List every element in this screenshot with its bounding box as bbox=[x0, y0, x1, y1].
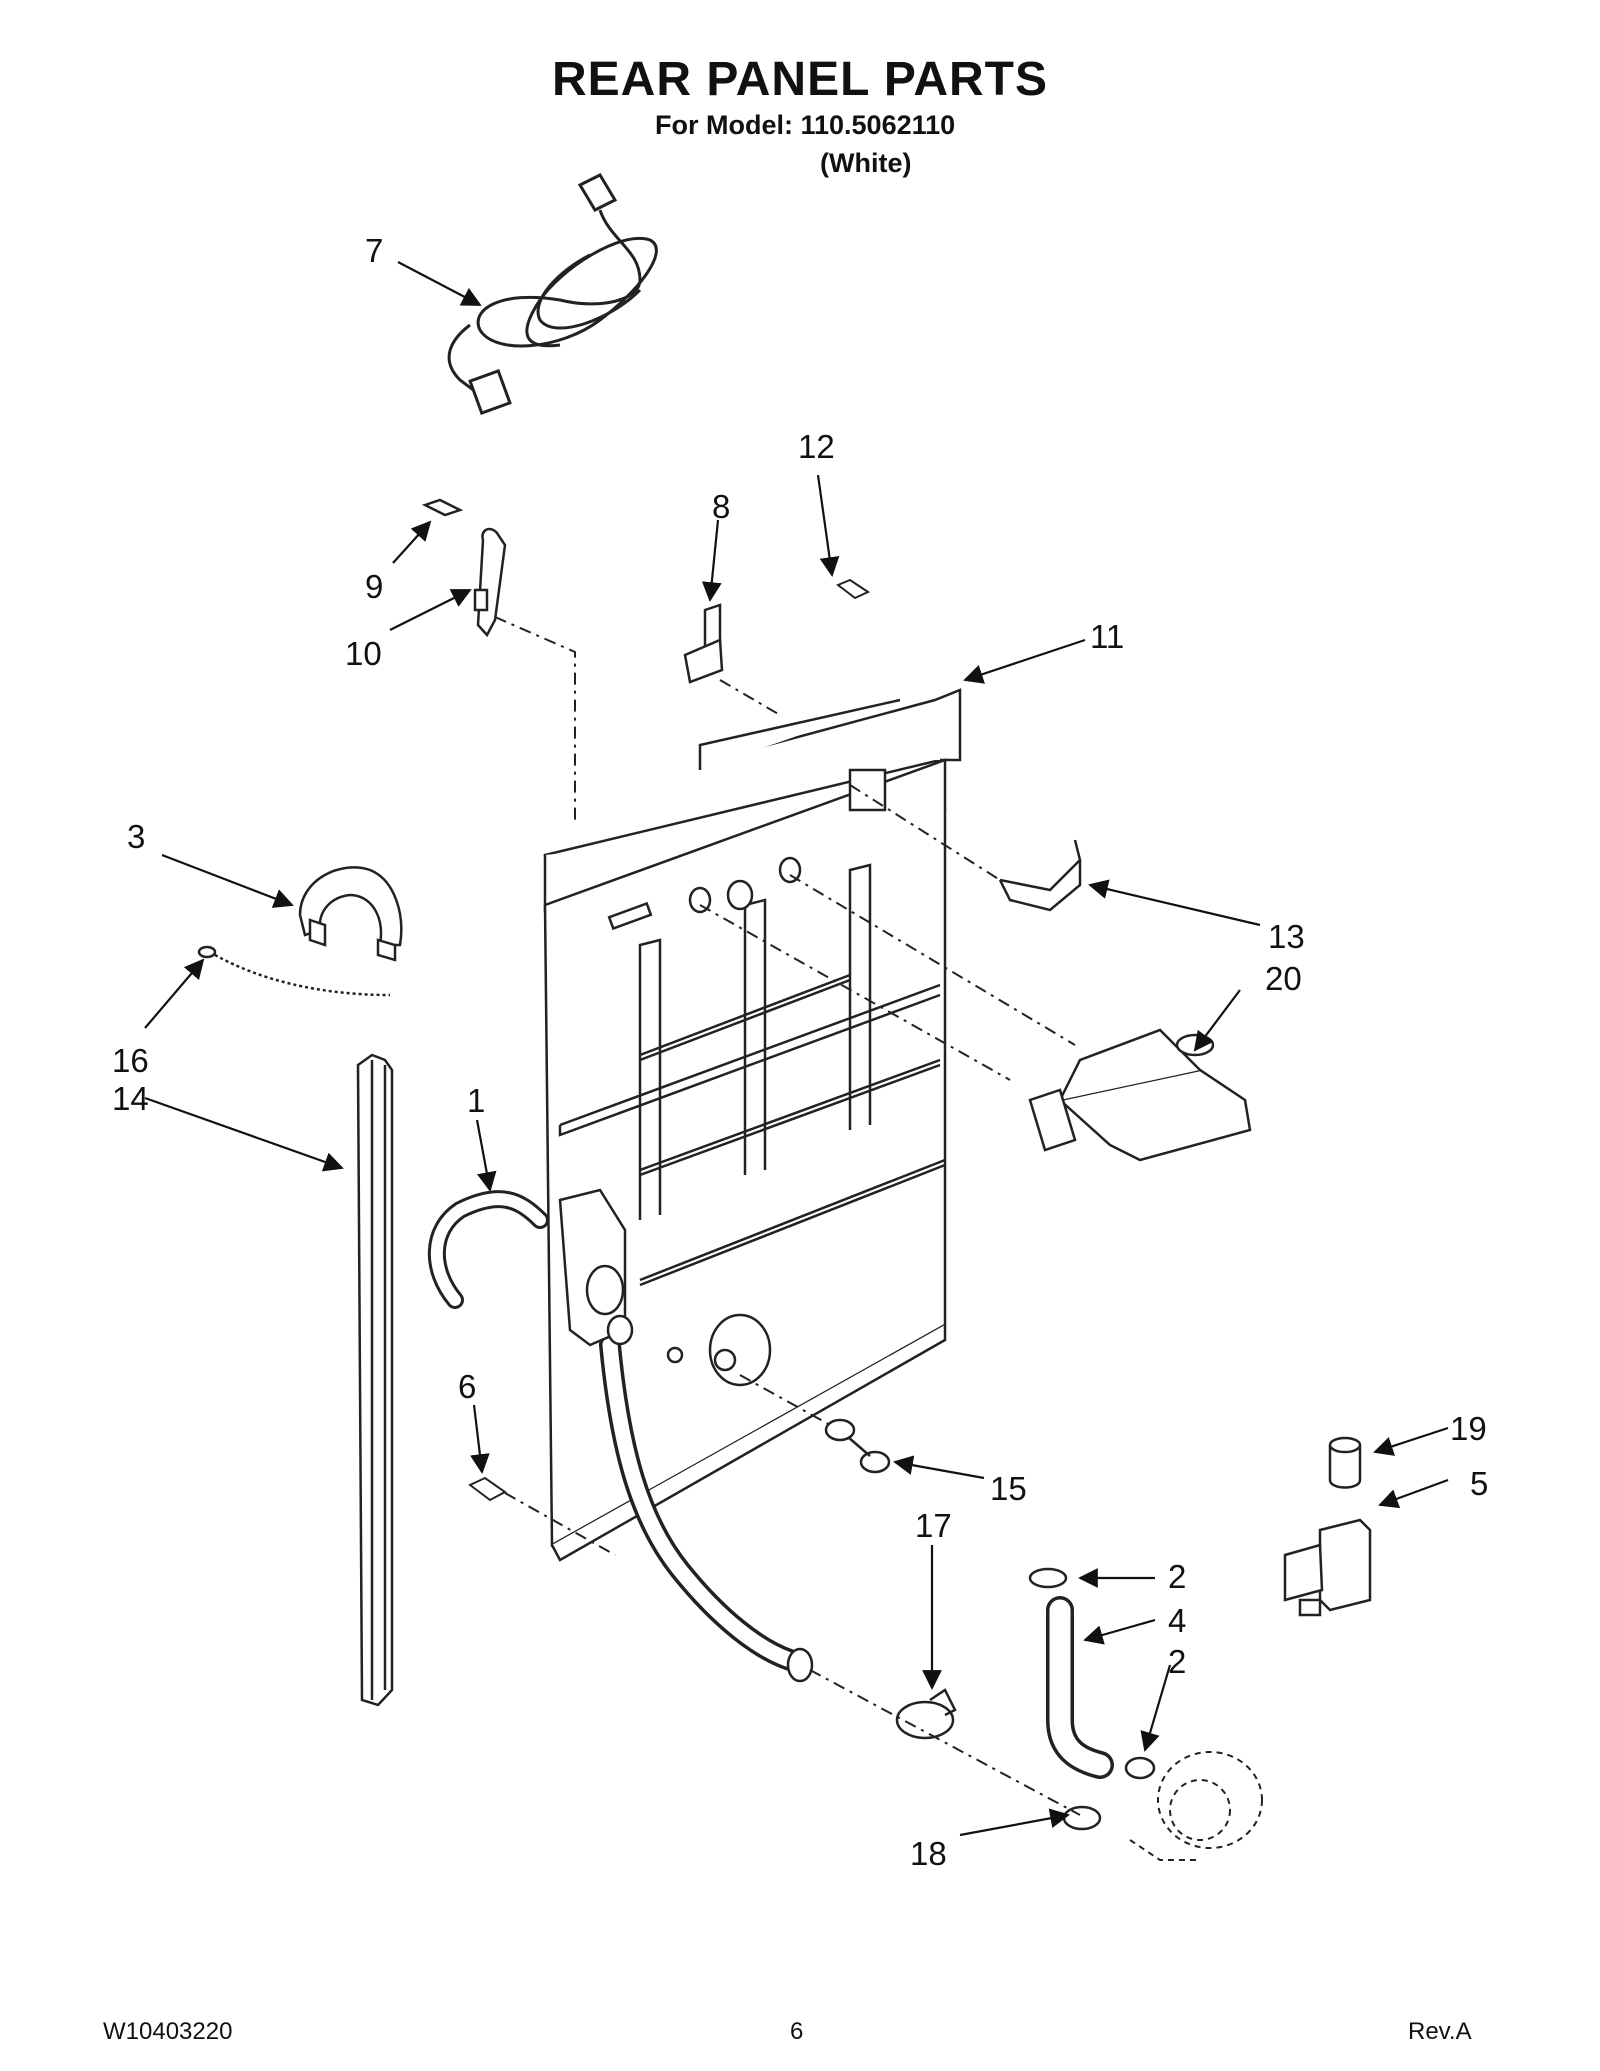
power-cord-part bbox=[447, 173, 658, 416]
ground-strap-part bbox=[421, 498, 507, 638]
cable-tie-part bbox=[197, 945, 391, 997]
callout-2b: 2 bbox=[1168, 1643, 1186, 1680]
callout-15: 15 bbox=[990, 1470, 1027, 1507]
model-number: For Model: 110.5062110 bbox=[655, 110, 956, 140]
callout-16: 16 bbox=[112, 1042, 149, 1079]
callout-numbers: 7 8 9 10 11 12 13 20 3 16 14 1 6 15 17 1… bbox=[112, 232, 1488, 1872]
callout-13: 13 bbox=[1268, 918, 1305, 955]
phantom-pump-outline bbox=[1129, 1751, 1263, 1861]
callout-8: 8 bbox=[712, 488, 730, 525]
callout-4: 4 bbox=[1168, 1602, 1186, 1639]
document-number: W10403220 bbox=[103, 2018, 233, 2045]
pump-part bbox=[1283, 1518, 1372, 1617]
cord-clamp-part bbox=[298, 866, 403, 962]
assembly-guide-lines bbox=[494, 616, 1081, 1816]
rear-panel bbox=[543, 688, 962, 1562]
callout-1: 1 bbox=[467, 1082, 485, 1119]
callout-10: 10 bbox=[345, 635, 382, 672]
callout-12: 12 bbox=[798, 428, 835, 465]
leader-lines bbox=[144, 261, 1449, 1837]
revision: Rev.A bbox=[1408, 2018, 1472, 2045]
callout-9: 9 bbox=[365, 568, 383, 605]
wire-bracket-part bbox=[998, 839, 1082, 912]
bracket-part bbox=[683, 603, 724, 684]
screw-6 bbox=[468, 1476, 507, 1502]
callout-7: 7 bbox=[365, 232, 383, 269]
dispenser-part bbox=[1028, 1028, 1252, 1162]
cap-part bbox=[1328, 1436, 1362, 1489]
callout-17: 17 bbox=[915, 1507, 952, 1544]
drain-hose-part bbox=[427, 1190, 814, 1683]
callout-18: 18 bbox=[910, 1835, 947, 1872]
callout-3: 3 bbox=[127, 818, 145, 855]
callout-11: 11 bbox=[1090, 618, 1124, 655]
elbow-hose-part bbox=[1046, 1596, 1114, 1779]
hose-clamp-17 bbox=[895, 1688, 957, 1740]
callout-19: 19 bbox=[1450, 1410, 1487, 1447]
callout-20: 20 bbox=[1265, 960, 1302, 997]
screw-12 bbox=[836, 578, 871, 600]
callout-5: 5 bbox=[1470, 1465, 1488, 1502]
side-trim-strip bbox=[356, 1053, 394, 1707]
callout-2a: 2 bbox=[1168, 1558, 1186, 1595]
hole-plug-part bbox=[824, 1418, 891, 1474]
page-title: REAR PANEL PARTS bbox=[551, 53, 1049, 106]
inlet-valve bbox=[558, 1188, 634, 1347]
callout-6: 6 bbox=[458, 1368, 476, 1405]
page-number: 6 bbox=[790, 2018, 804, 2045]
callout-14: 14 bbox=[112, 1080, 149, 1117]
model-color: (White) bbox=[820, 148, 912, 178]
